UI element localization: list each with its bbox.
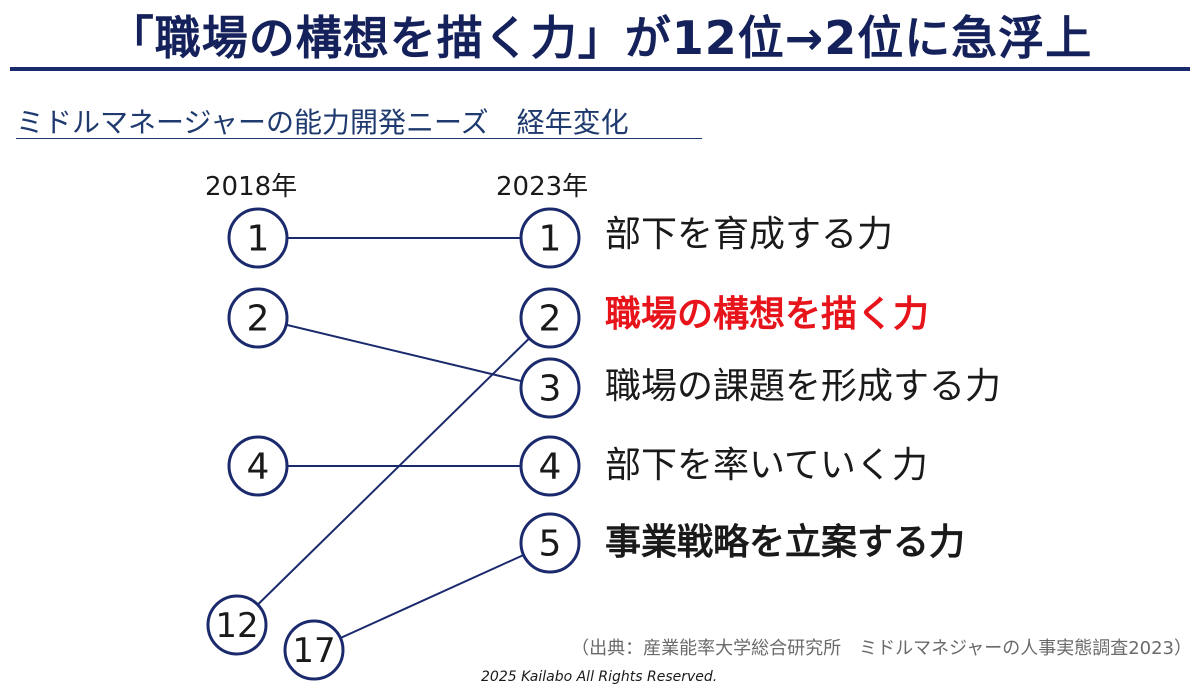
right-rank-circle-2	[519, 287, 581, 349]
source-citation: （出典：産業能率大学総合研究所 ミドルマネジャーの人事実態調査2023）	[571, 638, 1192, 659]
item-label-4: 部下を率いていく力	[605, 445, 928, 486]
right-rank-number-1: 1	[539, 219, 562, 260]
left-rank-number-4: 4	[247, 447, 270, 488]
left-rank-number-17: 17	[292, 631, 335, 671]
item-label-5: 事業戦略を立案する力	[605, 522, 966, 563]
item-label-3: 職場の課題を形成する力	[605, 366, 1002, 407]
left-rank-circle-17	[283, 619, 345, 681]
rank-connector-12-to-2	[236, 317, 551, 626]
right-rank-circle-4	[519, 435, 581, 497]
right-rank-circle-1	[519, 207, 581, 269]
right-rank-number-4: 4	[539, 447, 562, 488]
title-divider	[10, 67, 1190, 71]
year-2023-label: 2023年	[496, 172, 589, 202]
item-label-1: 部下を育成する力	[605, 214, 894, 255]
year-2018-label: 2018年	[205, 172, 298, 202]
subtitle-underline	[16, 138, 702, 139]
rank-connector-17-to-5	[313, 542, 551, 651]
right-rank-circle-3	[519, 357, 581, 419]
right-rank-number-3: 3	[539, 369, 562, 410]
right-rank-number-2: 2	[539, 299, 562, 340]
left-rank-circle-12	[206, 594, 268, 656]
left-rank-circle-2	[227, 287, 289, 349]
left-rank-circle-4	[227, 435, 289, 497]
page-title: 「職場の構想を描く力」が12位→2位に急浮上	[107, 11, 1093, 65]
left-rank-circle-1	[227, 207, 289, 269]
right-rank-number-5: 5	[539, 524, 562, 565]
rank-connector-2-to-3	[257, 317, 551, 389]
right-rank-circle-5	[519, 512, 581, 574]
copyright-notice: 2025 Kailabo All Rights Reserved.	[481, 669, 718, 685]
left-rank-number-1: 1	[247, 219, 270, 260]
chart-subtitle: ミドルマネージャーの能力開発ニーズ 経年変化	[16, 106, 629, 139]
left-rank-number-12: 12	[215, 606, 258, 646]
left-rank-number-2: 2	[247, 299, 270, 340]
item-label-2: 職場の構想を描く力	[605, 294, 930, 335]
